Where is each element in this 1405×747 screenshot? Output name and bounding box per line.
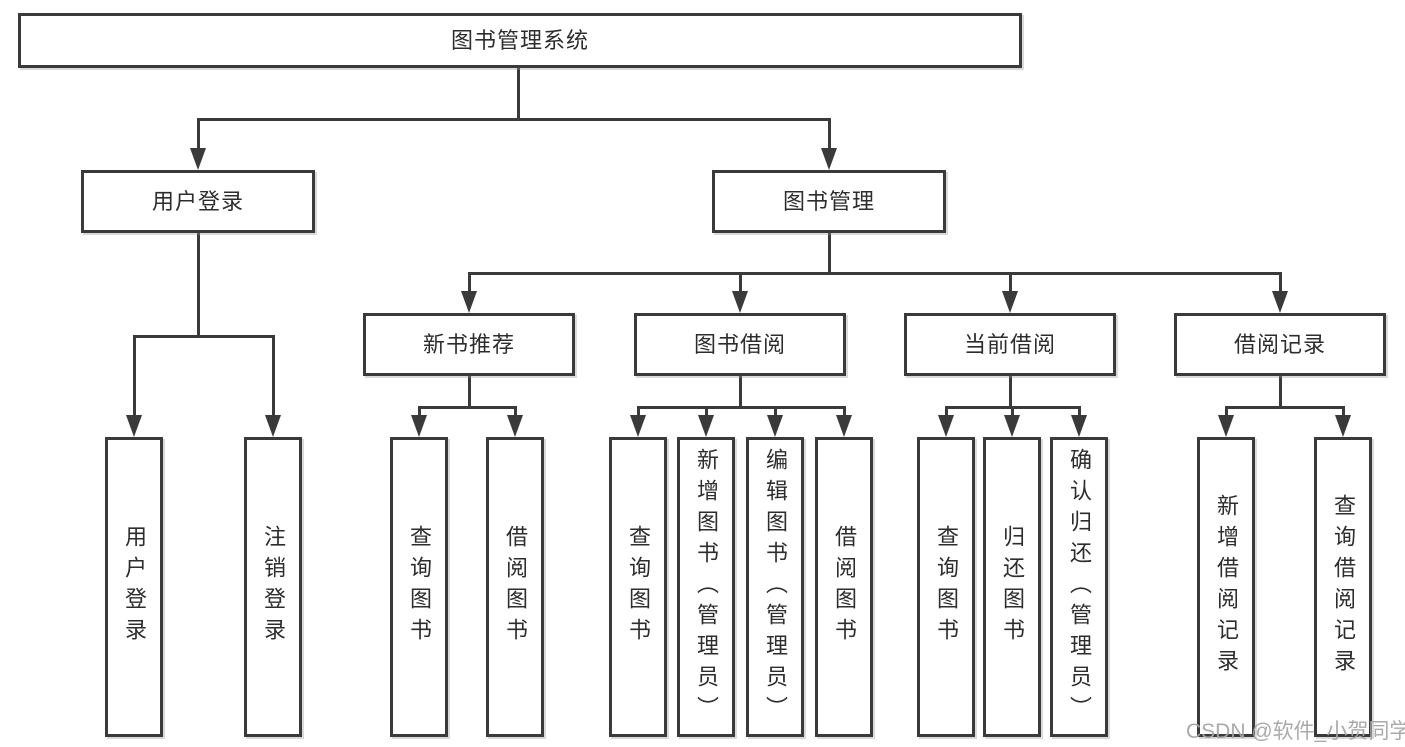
node-book-borrow: 图书借阅 (634, 313, 846, 376)
connector-vline (827, 118, 831, 150)
node-label: 用户登录 (151, 188, 244, 214)
arrow-down-icon (1272, 291, 1288, 313)
connector-vline (738, 376, 742, 408)
connector-vline (467, 376, 471, 408)
arrow-down-icon (938, 415, 954, 437)
connector-vline (827, 233, 831, 274)
arrow-down-icon (507, 415, 523, 437)
arrow-down-icon (1071, 415, 1087, 437)
node-leaf-borrow-book: 借阅图书 (815, 437, 873, 737)
connector-vline (1341, 406, 1345, 417)
connector-vline (196, 233, 200, 337)
connector-hline (417, 406, 517, 409)
connector-vline (773, 406, 777, 417)
connector-vline (704, 406, 708, 417)
connector-vline (1224, 406, 1228, 417)
arrow-down-icon (265, 415, 281, 437)
node-book-management: 图书管理 (712, 170, 946, 233)
node-label: 用户登录 (122, 525, 147, 649)
arrow-down-icon (411, 415, 427, 437)
node-leaf-edit-book-admin: 编辑图书（管理员） (746, 437, 804, 737)
connector-vline (467, 272, 471, 293)
node-label: 查询图书 (934, 525, 959, 649)
connector-vline (1010, 406, 1014, 417)
csdn-watermark: CSDN @软件_小贺同学 (1186, 720, 1405, 743)
connector-vline (1008, 376, 1012, 408)
connector-vline (1278, 376, 1282, 408)
node-label: 新增借阅记录 (1214, 494, 1239, 680)
connector-vline (842, 406, 846, 417)
node-leaf-query-book: 查询图书 (917, 437, 975, 737)
connector-vline (636, 406, 640, 417)
arrow-down-icon (821, 148, 837, 170)
node-new-book-recommend: 新书推荐 (363, 313, 575, 376)
node-leaf-user-login: 用户登录 (105, 437, 163, 737)
node-label: 新书推荐 (422, 331, 515, 357)
arrow-down-icon (767, 415, 783, 437)
connector-vline (1077, 406, 1081, 417)
node-label: 当前借阅 (963, 331, 1056, 357)
node-leaf-logout: 注销登录 (244, 437, 302, 737)
arrow-down-icon (461, 291, 477, 313)
arrow-down-icon (732, 291, 748, 313)
node-label: 图书管理 (782, 188, 875, 214)
connector-vline (738, 272, 742, 293)
connector-vline (271, 335, 275, 417)
node-label: 注销登录 (261, 525, 286, 649)
node-label: 借阅图书 (832, 525, 857, 649)
node-label: 新增图书（管理员） (694, 447, 719, 727)
node-label: 归还图书 (1000, 525, 1025, 649)
arrow-down-icon (126, 415, 142, 437)
node-user-login: 用户登录 (81, 170, 315, 233)
node-label: 图书管理系统 (450, 27, 589, 53)
node-label: 查询借阅记录 (1331, 494, 1356, 680)
node-label: 查询图书 (407, 525, 432, 649)
arrow-down-icon (836, 415, 852, 437)
node-root-system: 图书管理系统 (18, 13, 1022, 68)
node-leaf-query-borrow-record: 查询借阅记录 (1314, 437, 1372, 737)
connector-hline (196, 118, 831, 121)
node-leaf-add-book-admin: 新增图书（管理员） (677, 437, 735, 737)
node-label: 确认归还（管理员） (1067, 447, 1092, 727)
node-borrow-records: 借阅记录 (1174, 313, 1386, 376)
node-current-borrow: 当前借阅 (904, 313, 1116, 376)
arrow-down-icon (1004, 415, 1020, 437)
connector-hline (1224, 406, 1345, 409)
node-leaf-borrow-book: 借阅图书 (486, 437, 544, 737)
node-label: 图书借阅 (693, 331, 786, 357)
arrow-down-icon (630, 415, 646, 437)
arrow-down-icon (190, 148, 206, 170)
node-label: 编辑图书（管理员） (763, 447, 788, 727)
connector-vline (417, 406, 421, 417)
connector-vline (944, 406, 948, 417)
connector-vline (516, 68, 520, 121)
arrow-down-icon (1335, 415, 1351, 437)
arrow-down-icon (1002, 291, 1018, 313)
arrow-down-icon (698, 415, 714, 437)
node-leaf-query-book: 查询图书 (390, 437, 448, 737)
node-leaf-add-borrow-record: 新增借阅记录 (1197, 437, 1255, 737)
connector-hline (636, 406, 846, 409)
connector-hline (467, 272, 1282, 275)
arrow-down-icon (1218, 415, 1234, 437)
node-label: 查询图书 (626, 525, 651, 649)
connector-vline (1278, 272, 1282, 293)
node-label: 借阅图书 (503, 525, 528, 649)
connector-vline (513, 406, 517, 417)
connector-vline (132, 335, 136, 417)
node-leaf-confirm-return-admin: 确认归还（管理员） (1050, 437, 1108, 737)
connector-hline (132, 335, 275, 338)
node-leaf-return-book: 归还图书 (983, 437, 1041, 737)
node-label: 借阅记录 (1233, 331, 1326, 357)
node-leaf-query-book: 查询图书 (609, 437, 667, 737)
connector-vline (1008, 272, 1012, 293)
connector-vline (196, 118, 200, 150)
